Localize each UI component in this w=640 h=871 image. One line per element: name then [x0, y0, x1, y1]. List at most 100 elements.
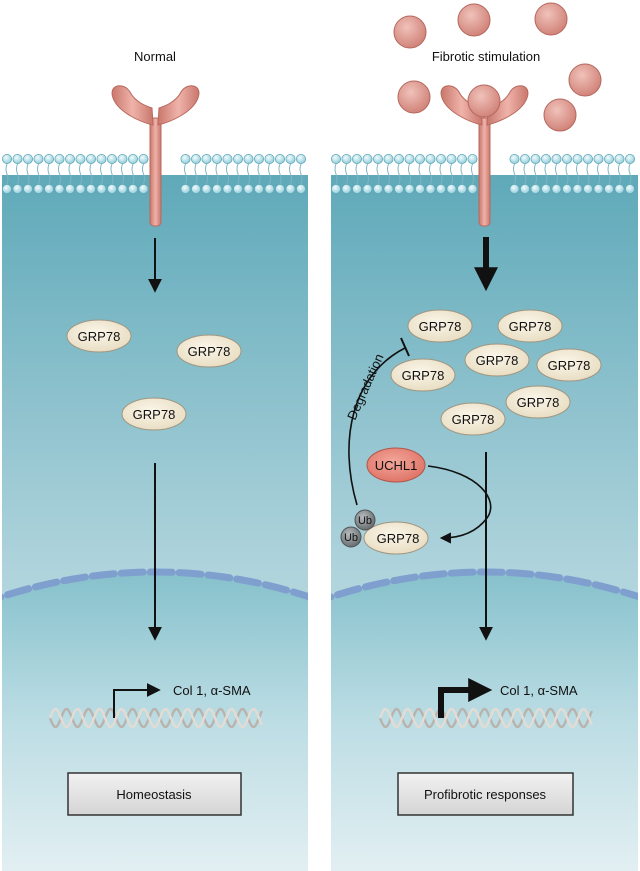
lipid-tail [226, 163, 229, 185]
lipid-head [425, 183, 436, 194]
transcription-arrow-left [113, 683, 161, 718]
lipid-head [520, 183, 531, 194]
lipid-head [127, 183, 138, 194]
lipid-head [562, 183, 573, 194]
ubiquitin-icon [340, 526, 362, 548]
right-panel: Fibrotic stimulation GRP78 GRP78 GRP78 G… [330, 2, 638, 871]
lipid-head [12, 183, 23, 194]
protein-grp78-left-2: GRP78 [176, 334, 242, 368]
lipid-tail [408, 163, 411, 185]
ubiquitinated-grp78: GRP78 Ub Ub [340, 509, 429, 555]
lipid-tail [376, 163, 380, 185]
ligand [568, 63, 602, 97]
lipid-head [44, 153, 55, 164]
lipid-tail [236, 163, 240, 185]
lipid-head [2, 183, 12, 194]
lipid-head [253, 183, 264, 194]
lipid-head [614, 153, 625, 164]
lipid-tail [142, 163, 145, 185]
ligand [543, 98, 577, 132]
lipid-head [75, 153, 86, 164]
lipid-tail [289, 163, 292, 185]
lipid-head [96, 183, 107, 194]
lipid-head [362, 183, 373, 194]
lipid-tail [278, 163, 282, 185]
lipid-tail [565, 163, 569, 185]
lipid-head [22, 153, 33, 164]
lipid-head [274, 183, 285, 194]
lipid-head [65, 183, 76, 194]
lipid-head [446, 153, 457, 164]
lipid-head [22, 183, 33, 194]
lipid-head [107, 183, 118, 194]
lipid-tail [576, 163, 579, 185]
lipid-head [44, 183, 55, 194]
protein-grp78-right-1: GRP78 [407, 309, 473, 343]
lipid-head [243, 183, 254, 194]
lipid-head [86, 153, 97, 164]
lipid-tail [89, 163, 93, 185]
lipid-head [404, 153, 415, 164]
lipid-head [604, 183, 615, 194]
lipid-head [541, 153, 552, 164]
lipid-head [222, 183, 233, 194]
lipid-head [625, 183, 636, 194]
lipid-head [404, 183, 415, 194]
lipid-head [393, 183, 404, 194]
deubiquitination-arrow [427, 465, 492, 544]
lipid-head [295, 183, 306, 194]
protein-label: GRP78 [402, 368, 445, 383]
outcome-label-right: Profibrotic responses [424, 787, 547, 802]
dna-strand [378, 707, 594, 729]
uchl1-label: UCHL1 [375, 458, 418, 473]
lipid-head [54, 153, 65, 164]
lipid-tail [131, 163, 135, 185]
lipid-head [604, 153, 615, 164]
lipid-tail [100, 163, 103, 185]
lipid-head [467, 183, 478, 194]
outcome-label-left: Homeostasis [116, 787, 192, 802]
ligands [393, 2, 602, 132]
lipid-tail [355, 163, 359, 185]
lipid-head [33, 153, 44, 164]
protein-label: GRP78 [517, 395, 560, 410]
lipid-head [285, 153, 296, 164]
lipid-tail [471, 163, 474, 185]
lipid-head [351, 153, 362, 164]
protein-label: GRP78 [377, 531, 420, 546]
lipid-head [117, 153, 128, 164]
lipid-head [180, 183, 191, 194]
lipid-tail [47, 163, 51, 185]
lipid-head [330, 183, 341, 194]
protein-grp78-right-6: GRP78 [505, 385, 571, 419]
dna-right [378, 707, 594, 729]
receptor-right [440, 84, 529, 227]
protein-label: GRP78 [452, 412, 495, 427]
lipid-head [253, 153, 264, 164]
lipid-tail [184, 163, 187, 185]
uchl1-enzyme: UCHL1 [366, 447, 426, 483]
lipid-head [190, 183, 201, 194]
lipid-head [107, 153, 118, 164]
outcome-box-right [397, 772, 574, 816]
lipid-head [509, 183, 520, 194]
left-panel: Normal GRP78 GRP78 GRP78 Col 1, α-SMA Ho… [2, 49, 308, 871]
lipid-head [33, 183, 44, 194]
lipid-tail [460, 163, 464, 185]
lipid-head [211, 153, 222, 164]
lipid-head [541, 183, 552, 194]
membrane-left [2, 153, 306, 194]
lipid-head [2, 153, 12, 164]
lipid-head [572, 183, 583, 194]
lipid-head [117, 183, 128, 194]
lipid-tail [450, 163, 453, 185]
inhibition-bar [400, 337, 410, 357]
dna-strand [378, 707, 594, 729]
lipid-head [372, 183, 383, 194]
dna-strand [48, 707, 264, 729]
lipid-head [180, 153, 191, 164]
lipid-head [593, 183, 604, 194]
lipid-head [232, 153, 243, 164]
lipid-head [201, 183, 212, 194]
